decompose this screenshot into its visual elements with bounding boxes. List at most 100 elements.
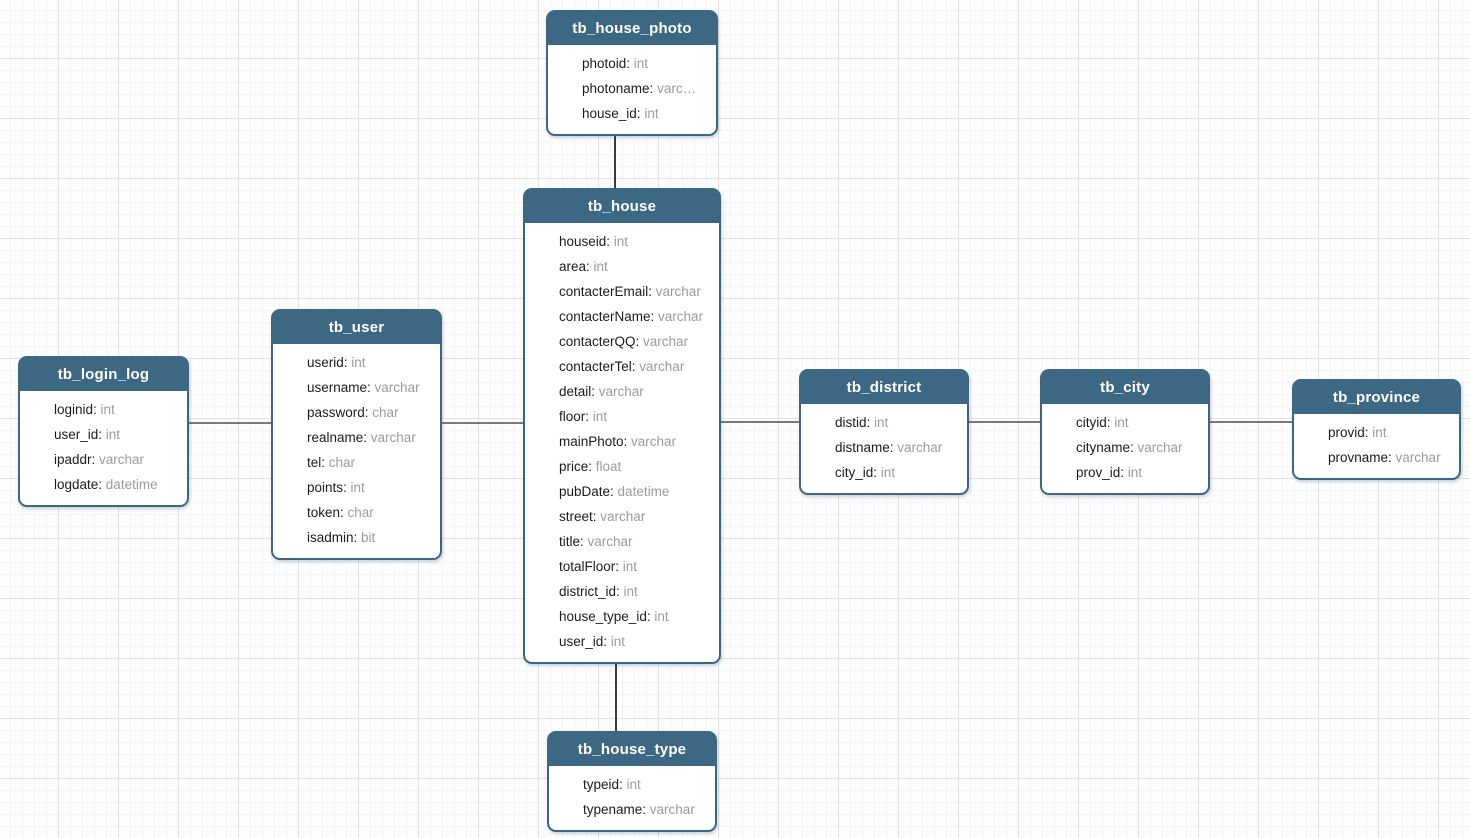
field-type: varchar — [583, 534, 633, 549]
field-type: char — [343, 505, 374, 520]
field-token[interactable]: token: char — [307, 500, 432, 525]
field-pubDate[interactable]: pubDate: datetime — [559, 479, 711, 504]
field-type: int — [650, 609, 669, 624]
field-house_type_id[interactable]: house_type_id: int — [559, 604, 711, 629]
field-name: provname: — [1328, 450, 1392, 465]
field-cityname[interactable]: cityname: varchar — [1076, 435, 1200, 460]
field-name: contacterQQ: — [559, 334, 640, 349]
entity-title[interactable]: tb_house — [525, 190, 719, 223]
entity-title[interactable]: tb_user — [273, 311, 440, 344]
field-typeid[interactable]: typeid: int — [583, 772, 707, 797]
field-area[interactable]: area: int — [559, 254, 711, 279]
field-name: contacterEmail: — [559, 284, 653, 299]
field-type: int — [619, 559, 638, 574]
field-photoname[interactable]: photoname: varc… — [582, 76, 708, 101]
field-name: typename: — [583, 802, 647, 817]
field-district_id[interactable]: district_id: int — [559, 579, 711, 604]
field-tel[interactable]: tel: char — [307, 450, 432, 475]
field-user_id[interactable]: user_id: int — [559, 629, 711, 654]
entity-title[interactable]: tb_province — [1294, 381, 1459, 414]
field-contacterEmail[interactable]: contacterEmail: varchar — [559, 279, 711, 304]
field-username[interactable]: username: varchar — [307, 375, 432, 400]
field-loginid[interactable]: loginid: int — [54, 397, 179, 422]
field-type: varchar — [646, 802, 695, 817]
field-name: prov_id: — [1076, 465, 1125, 480]
entity-title[interactable]: tb_house_type — [549, 733, 715, 766]
field-name: photoid: — [582, 56, 631, 71]
field-name: tel: — [307, 455, 326, 470]
field-name: distname: — [835, 440, 894, 455]
field-totalFloor[interactable]: totalFloor: int — [559, 554, 711, 579]
field-logdate[interactable]: logdate: datetime — [54, 472, 179, 497]
field-type: varchar — [639, 334, 689, 349]
field-type: int — [607, 634, 626, 649]
field-typename[interactable]: typename: varchar — [583, 797, 707, 822]
entity-title[interactable]: tb_house_photo — [548, 12, 716, 45]
field-name: userid: — [307, 355, 348, 370]
field-type: int — [1368, 425, 1387, 440]
field-name: title: — [559, 534, 584, 549]
field-name: houseid: — [559, 234, 611, 249]
field-type: char — [368, 405, 399, 420]
field-prov_id[interactable]: prov_id: int — [1076, 460, 1200, 485]
field-isadmin[interactable]: isadmin: bit — [307, 525, 432, 550]
field-distid[interactable]: distid: int — [835, 410, 959, 435]
field-provname[interactable]: provname: varchar — [1328, 445, 1451, 470]
field-distname[interactable]: distname: varchar — [835, 435, 959, 460]
field-price[interactable]: price: float — [559, 454, 711, 479]
field-type: varchar — [595, 384, 644, 399]
field-contacterTel[interactable]: contacterTel: varchar — [559, 354, 711, 379]
field-type: varchar — [893, 440, 943, 455]
field-password[interactable]: password: char — [307, 400, 432, 425]
field-name: area: — [559, 259, 590, 274]
relationship-line-tb_login_log-tb_user[interactable] — [186, 422, 274, 424]
relationship-line-tb_house-tb_house_type[interactable] — [615, 664, 617, 733]
field-points[interactable]: points: int — [307, 475, 432, 500]
field-contacterQQ[interactable]: contacterQQ: varchar — [559, 329, 711, 354]
field-name: mainPhoto: — [559, 434, 628, 449]
field-name: floor: — [559, 409, 590, 424]
field-cityid[interactable]: cityid: int — [1076, 410, 1200, 435]
field-floor[interactable]: floor: int — [559, 404, 711, 429]
field-photoid[interactable]: photoid: int — [582, 51, 708, 76]
relationship-line-tb_user-tb_house[interactable] — [439, 422, 526, 424]
field-provid[interactable]: provid: int — [1328, 420, 1451, 445]
field-userid[interactable]: userid: int — [307, 350, 432, 375]
field-mainPhoto[interactable]: mainPhoto: varchar — [559, 429, 711, 454]
field-type: int — [96, 402, 115, 417]
relationship-line-tb_house_photo-tb_house[interactable] — [614, 130, 616, 190]
relationship-line-tb_district-tb_city[interactable] — [966, 421, 1043, 423]
field-name: password: — [307, 405, 369, 420]
relationship-line-tb_house-tb_district[interactable] — [718, 421, 802, 423]
relationship-line-tb_city-tb_province[interactable] — [1207, 421, 1295, 423]
field-houseid[interactable]: houseid: int — [559, 229, 711, 254]
field-contacterName[interactable]: contacterName: varchar — [559, 304, 711, 329]
entity-title[interactable]: tb_district — [801, 371, 967, 404]
field-type: int — [622, 777, 641, 792]
entity-title[interactable]: tb_city — [1042, 371, 1208, 404]
field-house_id[interactable]: house_id: int — [582, 101, 708, 126]
entity-title[interactable]: tb_login_log — [20, 358, 187, 391]
field-type: int — [1124, 465, 1143, 480]
field-type: int — [1110, 415, 1129, 430]
field-name: isadmin: — [307, 530, 358, 545]
field-city_id[interactable]: city_id: int — [835, 460, 959, 485]
field-detail[interactable]: detail: varchar — [559, 379, 711, 404]
field-realname[interactable]: realname: varchar — [307, 425, 432, 450]
field-user_id[interactable]: user_id: int — [54, 422, 179, 447]
field-ipaddr[interactable]: ipaddr: varchar — [54, 447, 179, 472]
field-street[interactable]: street: varchar — [559, 504, 711, 529]
field-type: int — [102, 427, 121, 442]
field-title[interactable]: title: varchar — [559, 529, 711, 554]
